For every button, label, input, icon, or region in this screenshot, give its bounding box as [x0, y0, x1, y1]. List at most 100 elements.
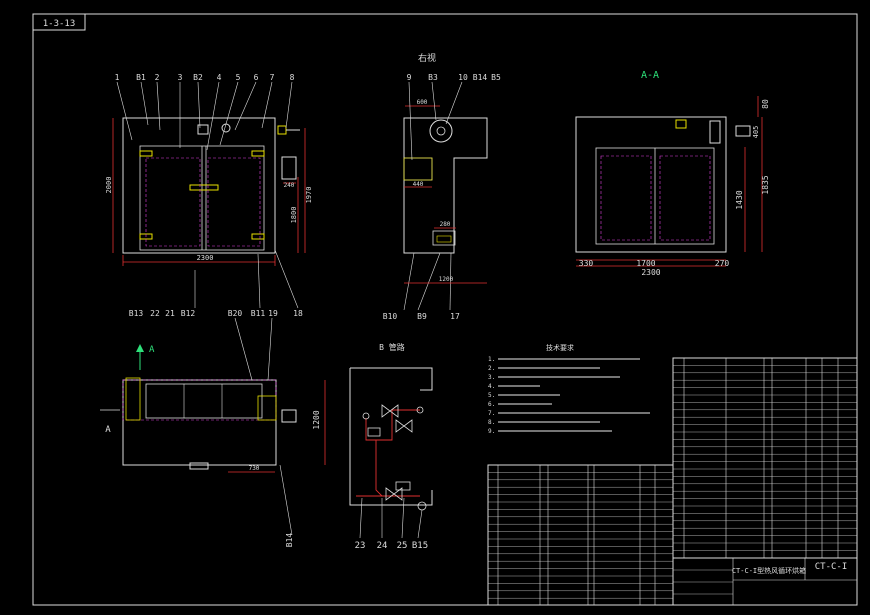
- note-6: 6.: [488, 401, 495, 408]
- front-callout-b11: B11: [251, 309, 266, 318]
- drawing-code-box: [32, 13, 86, 31]
- top-dimension-lines: [228, 380, 326, 473]
- front-hidden-lines: [145, 157, 261, 247]
- piping-title: B 管路: [379, 342, 405, 352]
- side-leader-17: [449, 252, 452, 311]
- section-dim-mid: 1700: [636, 259, 655, 268]
- side-base-inner: [436, 235, 452, 243]
- top-leaders: [234, 317, 293, 536]
- side-dim-base: 1200: [439, 276, 454, 283]
- title-block: CT-C-I型热风循环烘箱 CT-C-I: [672, 557, 858, 606]
- side-dim-top: 600: [417, 99, 428, 106]
- top-section-letter: A: [105, 425, 111, 435]
- side-fan-circle: [429, 119, 453, 143]
- section-dim-side1: 405: [752, 126, 760, 139]
- piping-valves: [362, 404, 427, 511]
- front-callout-3: 3: [178, 73, 183, 82]
- section-view: A-A 330 1700 270 2300 1835 1430 80 405: [575, 70, 770, 277]
- side-callout-b3: B3: [428, 73, 438, 82]
- front-callout-b1: B1: [136, 73, 146, 82]
- top-view: A A 1200 730 B20 19 B14: [100, 309, 326, 548]
- section-dim-inner: 1430: [735, 190, 744, 209]
- side-dim-fan: 280: [440, 221, 451, 228]
- front-dim-d2: 1800: [290, 207, 298, 224]
- section-hidden: [600, 155, 711, 241]
- front-callout-22: 22: [150, 309, 160, 318]
- side-callout-10: 10: [458, 73, 468, 82]
- piping-callout-23: 23: [355, 541, 366, 551]
- top-callout-b14: B14: [285, 533, 294, 548]
- section-side-box: [709, 120, 721, 144]
- front-callout-8: 8: [290, 73, 295, 82]
- front-dim-d3: 240: [284, 182, 295, 189]
- drawing-code: 1-3-13: [43, 19, 76, 29]
- section-title: A-A: [641, 70, 659, 81]
- drawing-border: [32, 13, 858, 606]
- front-callout-7: 7: [270, 73, 275, 82]
- front-callout-5: 5: [236, 73, 241, 82]
- front-callout-21: 21: [165, 309, 175, 318]
- note-3: 3.: [488, 374, 495, 381]
- side-callout-b5: B5: [491, 73, 501, 82]
- front-view: 1 B1 2 3 B2 4 5 6 7 8 2300 2000 1970 180…: [105, 73, 313, 309]
- section-dim-total: 2300: [641, 268, 660, 277]
- top-callout-19: 19: [268, 309, 278, 318]
- front-dim-height: 2000: [105, 177, 113, 194]
- side-fan-hub: [436, 126, 446, 136]
- note-7: 7.: [488, 410, 495, 417]
- note-2: 2.: [488, 365, 495, 372]
- top-view-marker: A: [149, 345, 155, 355]
- side-callout-b9: B9: [417, 312, 427, 321]
- front-callout-4: 4: [217, 73, 222, 82]
- top-wheel: [189, 462, 209, 470]
- side-inner-box-highlight: [403, 157, 433, 181]
- title-block-drawing-no: CT-C-I: [815, 562, 848, 572]
- top-callout-b20: B20: [228, 309, 243, 318]
- piping-view: B 管路 23 24 25 B15: [349, 342, 433, 551]
- top-tray: [145, 383, 263, 419]
- section-right-box: [735, 125, 751, 137]
- front-callout-b12: B12: [181, 309, 196, 318]
- front-cabinet-outline: [122, 117, 276, 254]
- section-dim-top: 80: [761, 99, 770, 109]
- side-callout-17: 17: [450, 312, 460, 321]
- note-8: 8.: [488, 419, 495, 426]
- top-dim-bottom: 730: [249, 465, 260, 472]
- section-outer: [575, 116, 727, 253]
- section-dim-right: 270: [715, 259, 730, 268]
- front-control-box: [197, 124, 209, 135]
- front-dim-d1: 1970: [305, 187, 313, 204]
- title-block-name: CT-C-I型热风循环烘箱: [732, 566, 806, 575]
- front-panel-box: [281, 156, 297, 180]
- note-5: 5.: [488, 392, 495, 399]
- piping-leaders: [359, 497, 423, 539]
- section-dim-left: 330: [579, 259, 594, 268]
- piping-callout-b15: B15: [412, 541, 428, 551]
- front-bottom-leaders: [194, 249, 299, 309]
- section-dimension-lines: [576, 96, 763, 267]
- side-dimension-lines: [404, 105, 487, 284]
- note-9: 9.: [488, 428, 495, 435]
- technical-notes: 技术要求 1. 2. 3. 4. 5. 6. 7. 8. 9.: [488, 343, 650, 435]
- top-side-box: [281, 409, 297, 423]
- front-callout-b13: B13: [129, 309, 144, 318]
- side-dim-box: 440: [413, 181, 424, 188]
- side-leader-b10: [403, 252, 415, 311]
- front-dimension-lines: [112, 118, 306, 266]
- front-leaders: [116, 81, 293, 151]
- top-right-fitting: [257, 395, 277, 421]
- side-outline: [403, 117, 488, 254]
- section-fitting: [675, 119, 687, 129]
- parts-list-right: [672, 357, 858, 559]
- side-view: 右视 600 440 280 1200 9 B3 10 B14: [383, 52, 501, 321]
- piping-callout-24: 24: [377, 541, 388, 551]
- side-top-leaders: [408, 81, 463, 161]
- notes-title: 技术要求: [546, 343, 574, 352]
- parts-list-left: [487, 464, 674, 606]
- front-callout-6: 6: [254, 73, 259, 82]
- side-callout-9: 9: [407, 73, 412, 82]
- side-callout-b14: B14: [473, 73, 488, 82]
- notes-text-lines: [498, 358, 650, 432]
